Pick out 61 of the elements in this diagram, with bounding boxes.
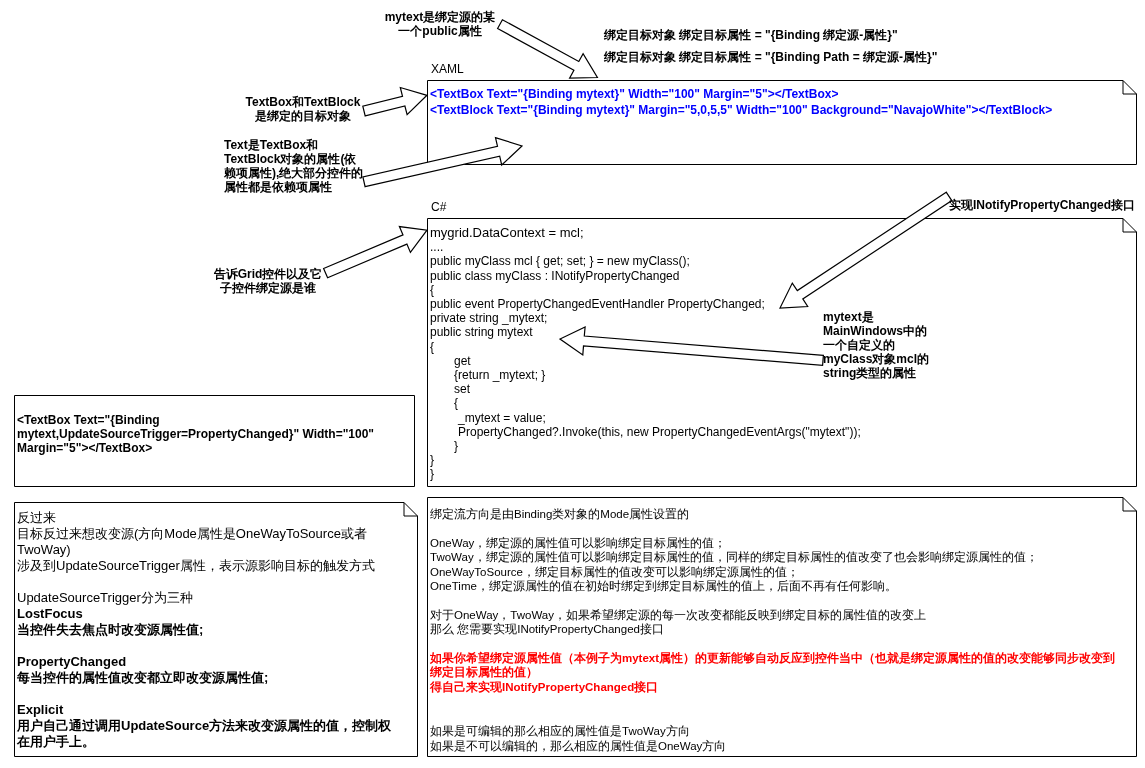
note-text: 目标反过来想改变源(方向Mode属性是OneWayToSource或者TwoWay) — [17, 526, 368, 558]
note-text: 如果你希望绑定源属性值（本例子为mytext属性）的更新能够自动反应到控件当中（也就是绑定源属性的值的改变能够同步改变到绑定目标属性的值） — [430, 650, 1117, 680]
block-arrow — [362, 86, 429, 117]
note-box — [427, 497, 1137, 757]
block-arrow — [779, 191, 953, 309]
binding-syntax-text: 绑定目标对象 绑定目标属性 = "{Binding Path = 绑定源-属性}" — [604, 49, 938, 66]
note-text: 用户自己通过调用UpdateSource方法来改变源属性的值，控制权在用户手上。 — [17, 718, 393, 750]
annotation-text: mytext是绑定源的某一个public属性 — [380, 10, 500, 38]
code-line: public myClass mcl { get; set; } = new myClass(); — [430, 254, 690, 269]
code-line: { — [430, 282, 434, 297]
box-heading: C# — [431, 200, 447, 214]
note-text: 如果是可编辑的那么相应的属性值是TwoWay方向 — [430, 724, 690, 739]
note-text: 反过来 — [17, 510, 56, 526]
code-line: { — [454, 396, 458, 411]
code-line: mygrid.DataContext = mcl; — [430, 226, 584, 241]
binding-syntax-text: 绑定目标对象 绑定目标属性 = "{Binding 绑定源-属性}" — [604, 27, 898, 44]
code-box — [14, 395, 415, 487]
note-text: TwoWay，绑定源的属性值可以影响绑定目标属性的值，同样的绑定目标属性的值改变了也会影响绑定源属性的值； — [430, 550, 1038, 565]
code-line: public class myClass : INotifyPropertyChanged — [430, 268, 680, 283]
note-text: 当控件失去焦点时改变源属性值; — [17, 622, 204, 638]
note-text: OneWayToSource，绑定目标属性的值改变可以影响绑定源属性的值； — [430, 564, 799, 579]
code-line: public event PropertyChangedEventHandler PropertyChanged; — [430, 297, 765, 312]
code-line: PropertyChanged?.Invoke(this, new PropertyChangedEventArgs("mytext")); — [458, 424, 861, 440]
annotation-text: 告诉Grid控件以及它子控件绑定源是谁 — [208, 267, 328, 295]
note-text: OneTime，绑定源属性的值在初始时绑定到绑定目标属性的值上，后面不再有任何影响。 — [430, 579, 897, 594]
code-line: } — [430, 467, 434, 482]
code-line: {return _mytext; } — [454, 368, 546, 383]
note-text: OneWay，绑定源的属性值可以影响绑定目标属性的值； — [430, 535, 727, 550]
note-text: 涉及到UpdateSourceTrigger属性，表示源影响目标的触发方式 — [17, 558, 375, 574]
note-text: 绑定流方向是由Binding类对象的Mode属性设置的 — [430, 507, 690, 522]
block-arrow — [558, 326, 825, 367]
note-text: UpdateSourceTrigger分为三种 — [17, 590, 193, 606]
code-line: <TextBox Text="{Binding mytext}" Width="100" Margin="5"></TextBox> — [430, 86, 839, 102]
code-line: <TextBlock Text="{Binding mytext}" Margin="5,0,5,5" Width="100" Background="NavajoWhite"></TextBlock> — [430, 102, 1053, 118]
note-text: 得自己来实现INotifyPropertyChanged接口 — [430, 679, 659, 694]
code-line: _mytext = value; — [458, 410, 546, 425]
note-text: 如果是不可以编辑的，那么相应的属性值是OneWay方向 — [430, 738, 727, 753]
block-arrow — [362, 136, 524, 188]
code-line: } — [430, 453, 434, 468]
block-arrow — [496, 18, 599, 79]
code-line: private string _mytext; — [430, 311, 548, 326]
annotation-text: TextBox和TextBlock是绑定的目标对象 — [242, 95, 364, 123]
code-line: get — [454, 353, 471, 369]
code-line: public string mytext — [430, 325, 533, 340]
annotation-text: Text是TextBox和TextBlock对象的属性(依赖项属性),绝大部分控件的属性都是依赖项属性 — [224, 138, 364, 194]
note-text: <TextBox Text="{Binding mytext,UpdateSourceTrigger=PropertyChanged}" Width="100" Margin="5"></TextBox> — [17, 413, 376, 455]
note-text: LostFocus — [17, 606, 83, 622]
box-heading: XAML — [431, 62, 464, 76]
annotation-text: 实现INotifyPropertyChanged接口 — [949, 198, 1141, 212]
code-line: { — [430, 339, 434, 354]
note-text: 每当控件的属性值改变都立即改变源属性值; — [17, 670, 269, 686]
note-text: 那么 您需要实现INotifyPropertyChanged接口 — [430, 622, 664, 637]
note-text: 对于OneWay，TwoWay，如果希望绑定源的每一次改变都能反映到绑定目标的属性值的改变上 — [430, 607, 926, 622]
block-arrow — [322, 225, 429, 279]
annotation-text: mytext是MainWindows中的一个自定义的myClass对象mcl的string类型的属性 — [823, 310, 935, 380]
note-box — [14, 502, 418, 757]
code-line: .... — [430, 240, 444, 255]
note-text: Explicit — [17, 702, 64, 718]
code-line: } — [454, 439, 458, 454]
note-text: PropertyChanged — [17, 654, 127, 670]
code-line: set — [454, 382, 470, 397]
